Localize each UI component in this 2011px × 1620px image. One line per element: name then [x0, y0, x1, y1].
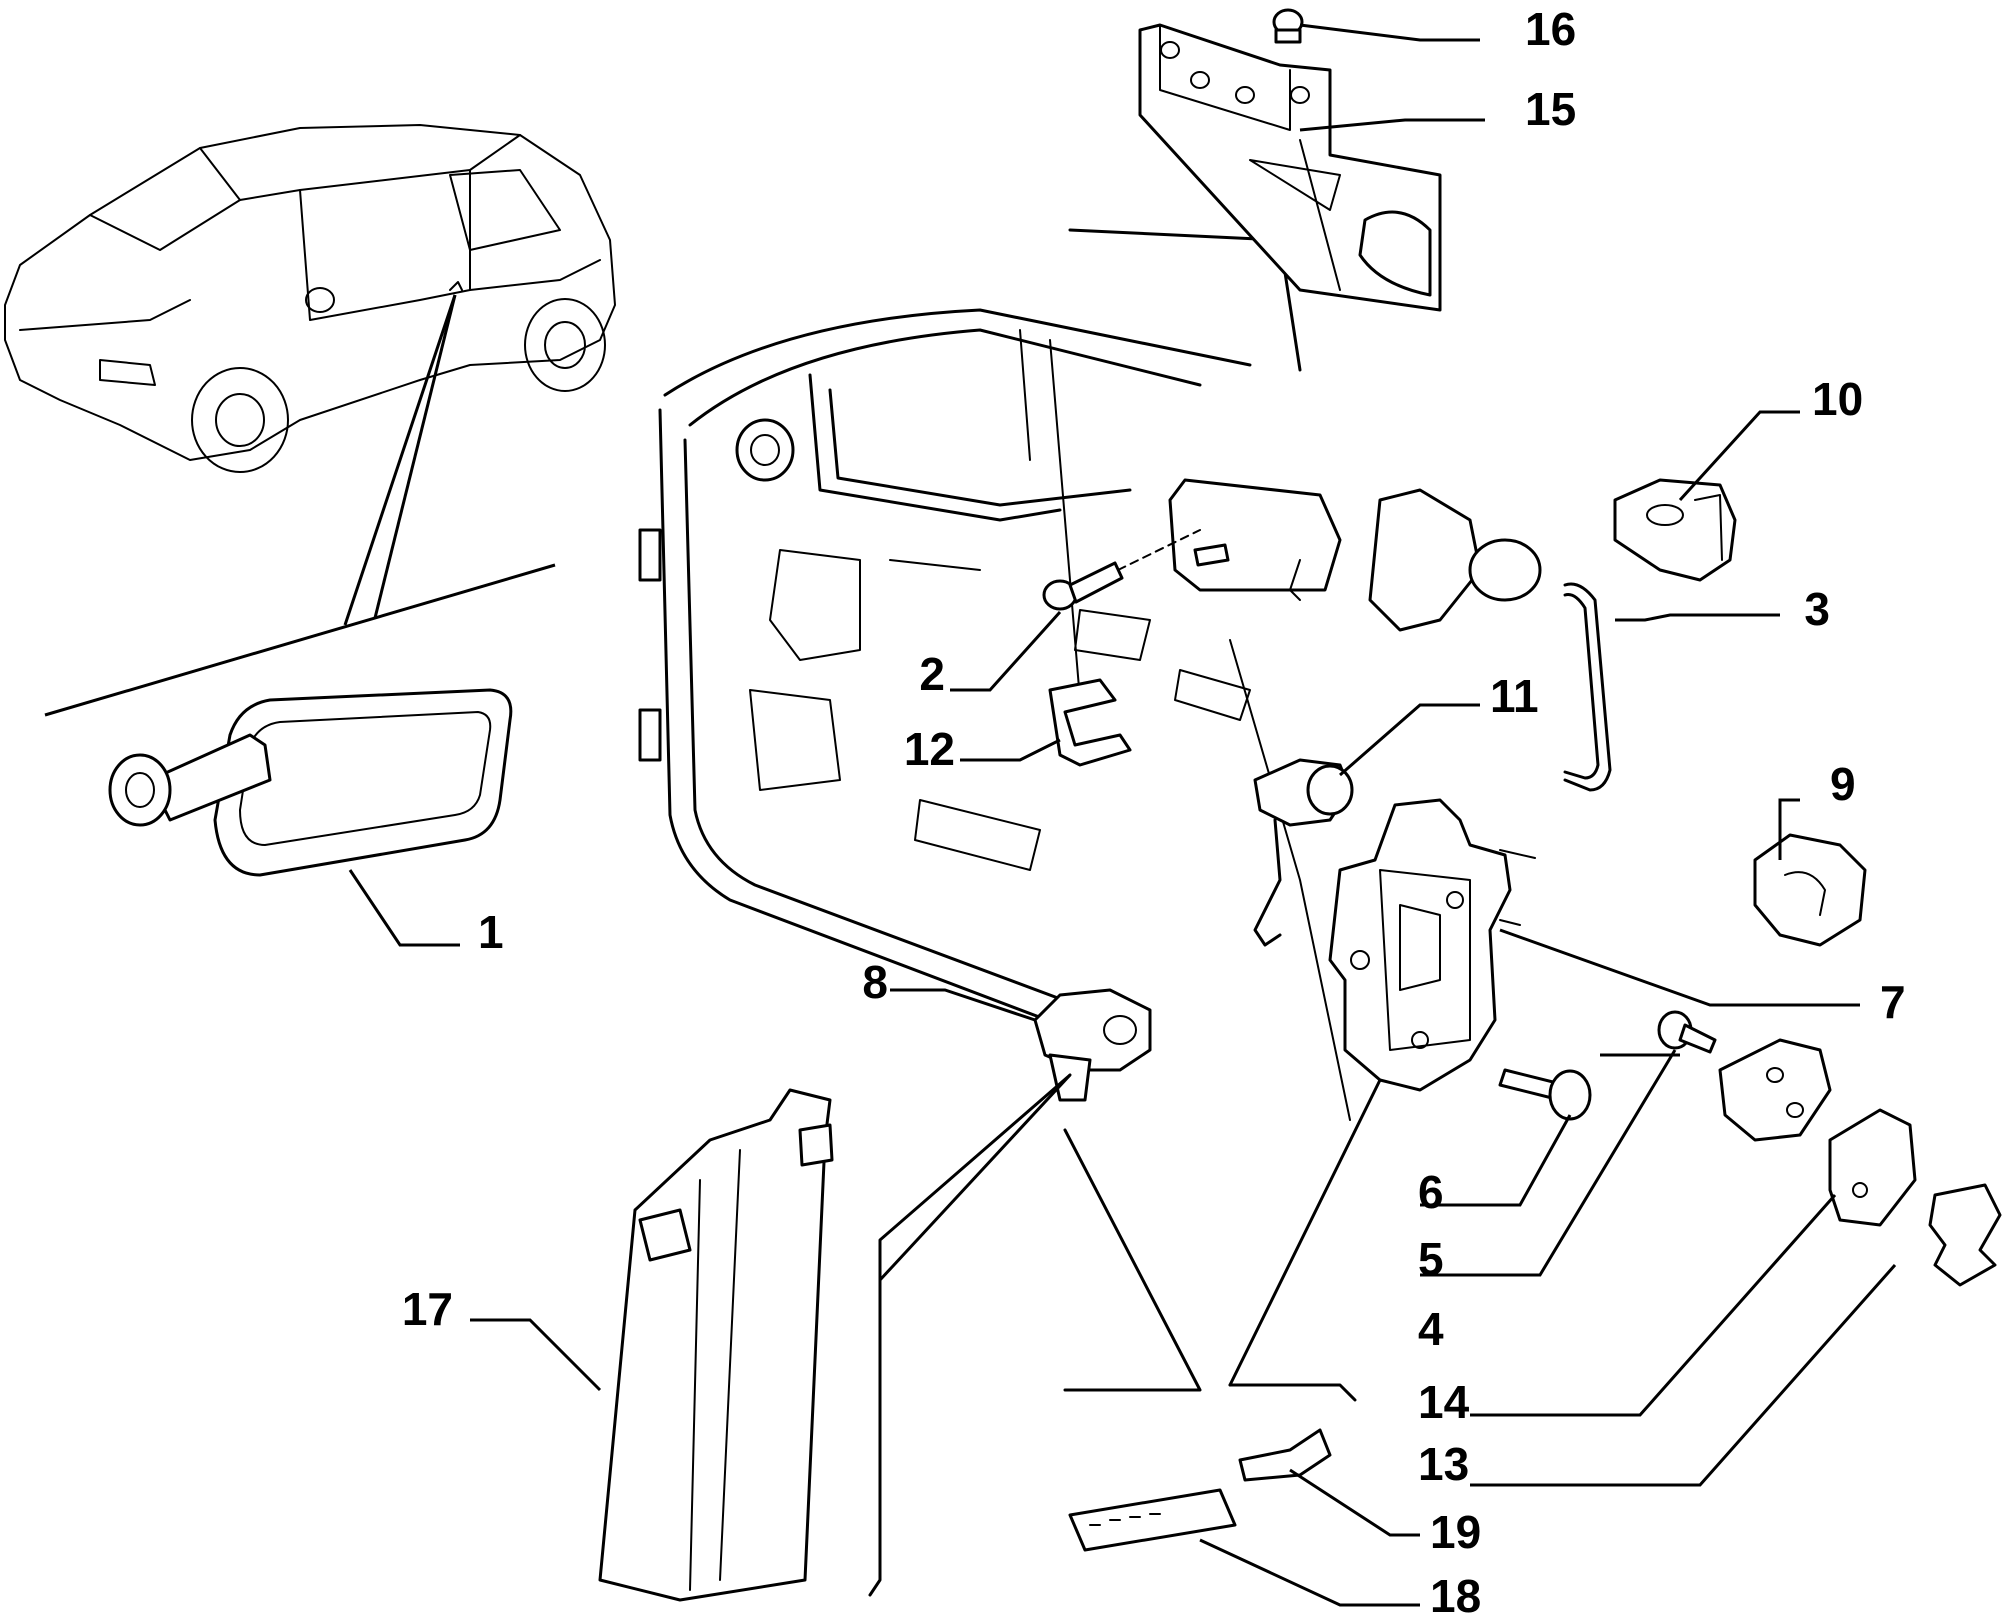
part-6-screw [1498, 1068, 1592, 1121]
part-10-bush [1613, 478, 1737, 582]
part-11-cylinder [1253, 758, 1354, 947]
inner-handle-assembly [1168, 478, 1542, 632]
callout-8: 8 [862, 956, 888, 1008]
callout-17: 17 [402, 1283, 453, 1335]
door-frame [638, 308, 1351, 1121]
callout-18: 18 [1430, 1570, 1481, 1620]
part-9-bush [1753, 833, 1867, 947]
callout-3: 3 [1804, 583, 1830, 635]
callout-9: 9 [1830, 758, 1856, 810]
part-19-terminal [1238, 1428, 1332, 1482]
callout-4: 4 [1418, 1303, 1444, 1355]
part-3-rod [1563, 582, 1612, 792]
car-overview [4, 124, 616, 473]
callout-7: 7 [1880, 976, 1906, 1028]
callout-labels: 1 2 3 4 5 6 7 8 9 10 11 12 13 14 15 16 1… [402, 3, 1906, 1620]
callout-leaders [348, 23, 1897, 1607]
part-15-bracket [1138, 23, 1442, 312]
part-13-clip [1928, 1183, 2002, 1287]
callout-10: 10 [1812, 373, 1863, 425]
callout-5: 5 [1418, 1233, 1444, 1285]
callout-2: 2 [919, 648, 945, 700]
part-4-plate [1718, 1038, 1832, 1142]
callout-15: 15 [1525, 83, 1576, 135]
callout-16: 16 [1525, 3, 1576, 55]
part-5-screw [1657, 1010, 1717, 1054]
part-16-nut [1272, 8, 1304, 44]
part-17-panel [598, 1088, 834, 1602]
part-8-bush [1033, 988, 1152, 1102]
callout-12: 12 [904, 723, 955, 775]
callout-1: 1 [478, 906, 504, 958]
part-18-connector [1068, 1488, 1237, 1552]
callout-14: 14 [1418, 1376, 1470, 1428]
part-14-gasket [1828, 1108, 1917, 1227]
callout-19: 19 [1430, 1506, 1481, 1558]
part-1-exterior-handle [108, 688, 513, 877]
callout-13: 13 [1418, 1438, 1469, 1490]
callout-6: 6 [1418, 1166, 1444, 1218]
part-12-clip [1048, 678, 1132, 767]
part-2-screw [1042, 561, 1124, 611]
callout-11: 11 [1490, 670, 1539, 722]
part-7-lock [1328, 798, 1536, 1092]
